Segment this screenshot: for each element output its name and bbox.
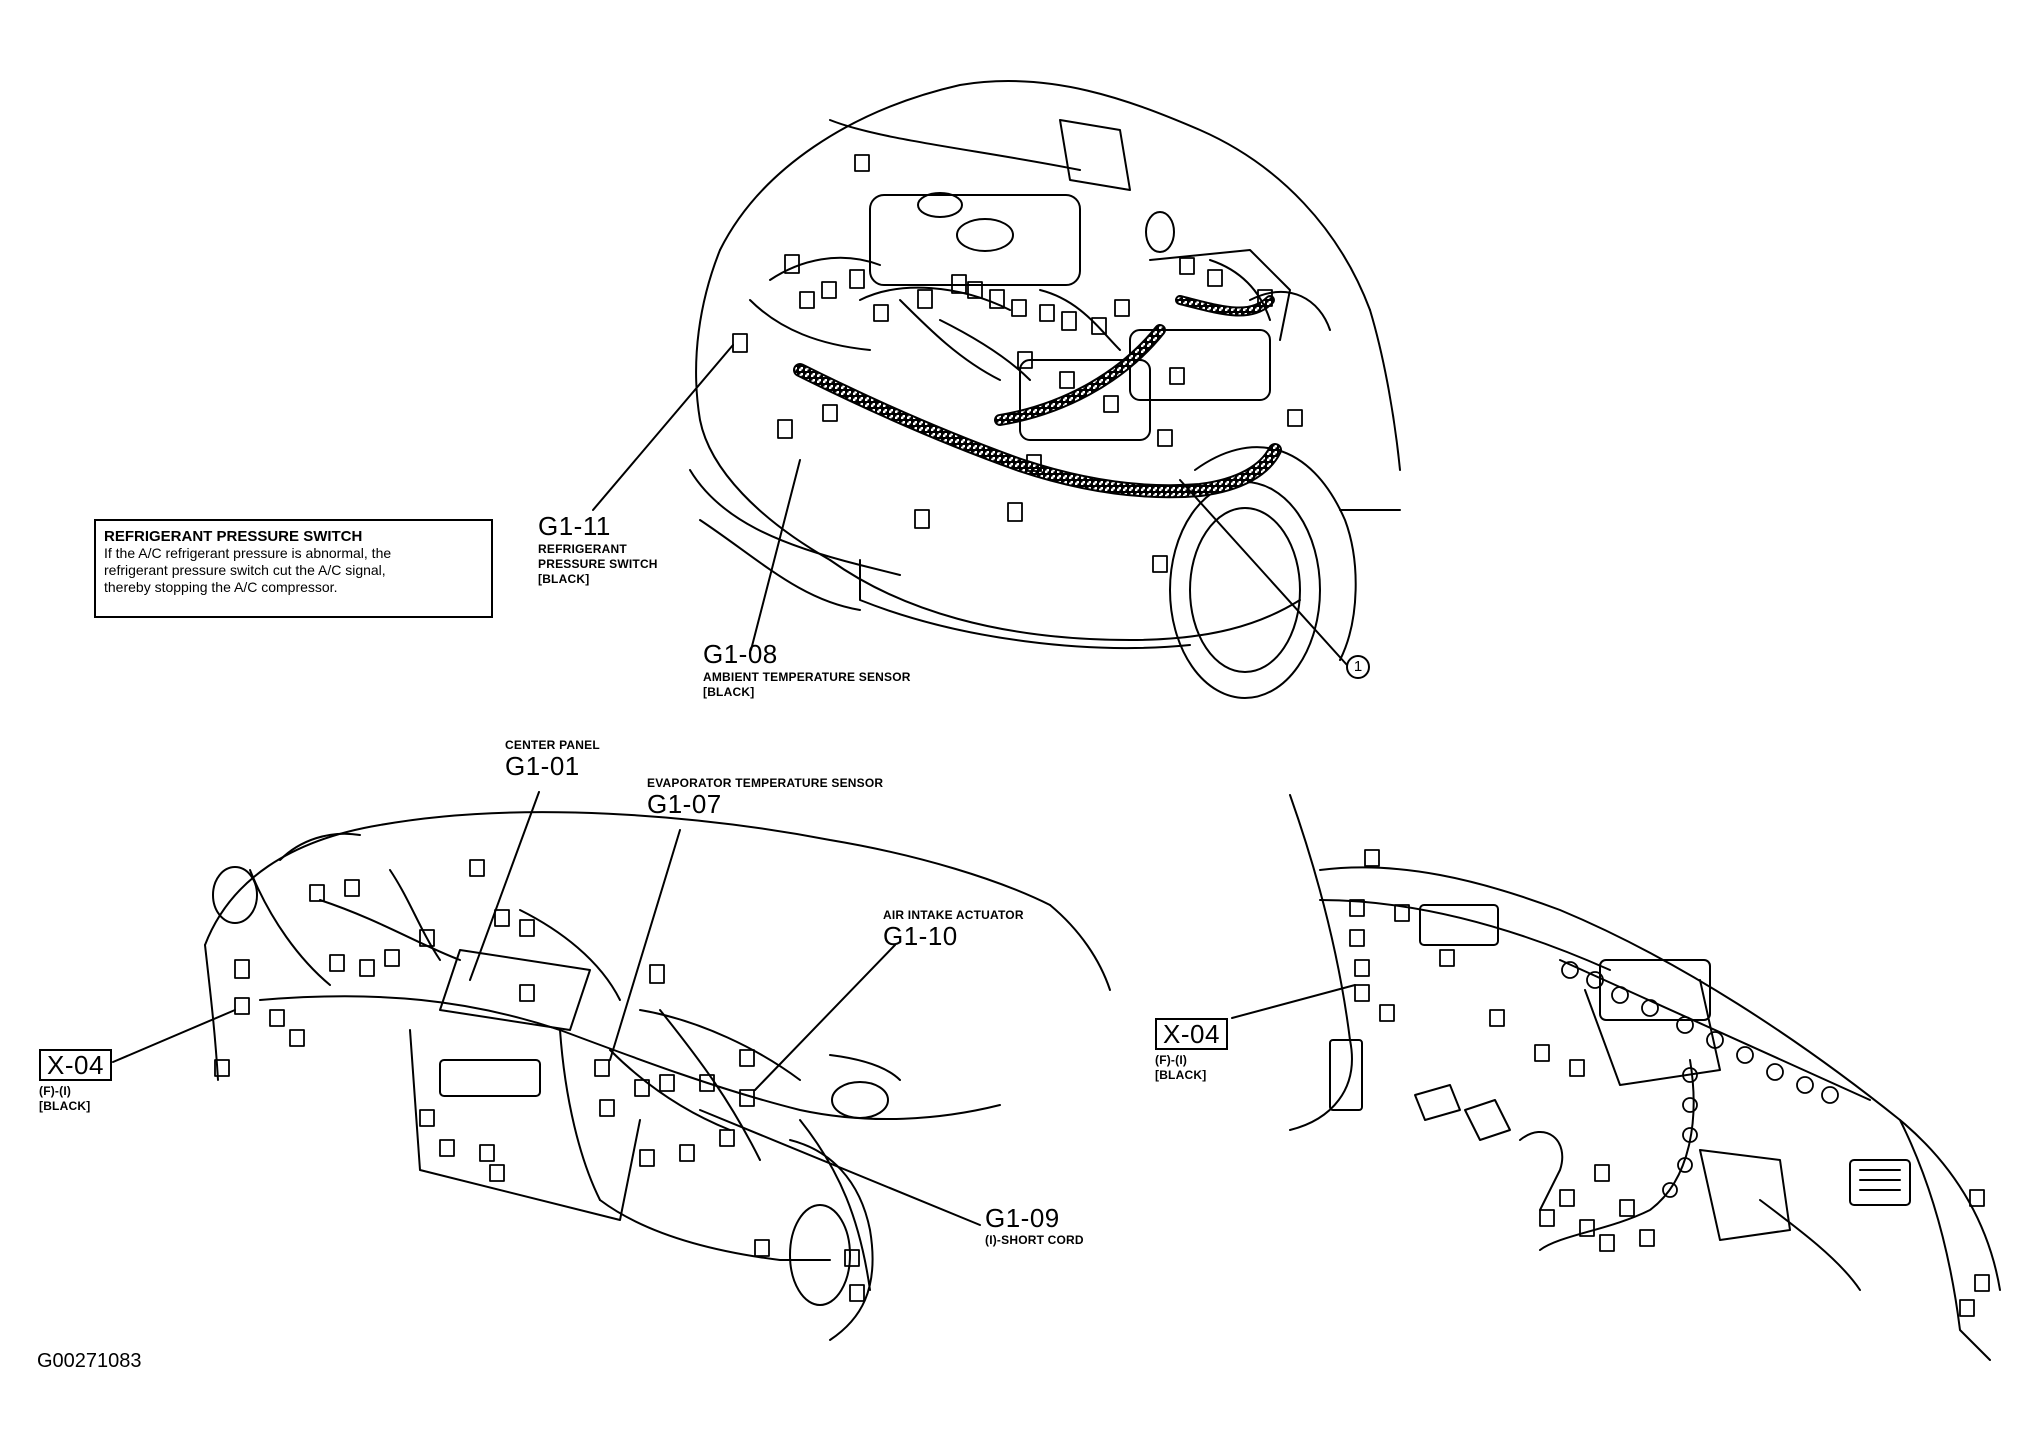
g1-01-title: CENTER PANEL (505, 738, 600, 752)
dashboard-view (112, 791, 1111, 1341)
g1-07-title: EVAPORATOR TEMPERATURE SENSOR (647, 776, 884, 790)
x-04-dash-desc: (F)-(I) (39, 1084, 72, 1098)
label-x-04-dash: X-04 (F)-(I) [BLACK] (39, 1049, 112, 1114)
label-g1-08: G1-08 AMBIENT TEMPERATURE SENSOR [BLACK] (703, 641, 911, 700)
label-g1-07: EVAPORATOR TEMPERATURE SENSOR G1-07 (647, 776, 883, 817)
g1-08-code: G1-08 (703, 639, 778, 669)
g1-11-desc-2: PRESSURE SWITCH (538, 557, 658, 571)
g1-09-code: G1-09 (985, 1203, 1060, 1233)
callout-1: 1 (1353, 658, 1363, 675)
x-04-dash-code: X-04 (39, 1049, 112, 1081)
label-g1-09: G1-09 (I)-SHORT CORD (985, 1205, 1084, 1248)
g1-08-desc: AMBIENT TEMPERATURE SENSOR (703, 670, 911, 684)
x-04-interior-code: X-04 (1155, 1018, 1228, 1050)
label-g1-10: AIR INTAKE ACTUATOR G1-10 (883, 908, 1024, 949)
note-line-2: refrigerant pressure switch cut the A/C … (104, 562, 386, 578)
label-x-04-interior: X-04 (F)-(I) [BLACK] (1155, 1018, 1228, 1083)
g1-10-code: G1-10 (883, 921, 958, 951)
x-04-interior-desc: (F)-(I) (1155, 1053, 1188, 1067)
note-line-3: thereby stopping the A/C compressor. (104, 579, 338, 595)
figure-id: G00271083 (37, 1350, 142, 1372)
interior-view (1231, 794, 2001, 1361)
x-04-dash-color: [BLACK] (39, 1099, 91, 1113)
g1-11-color: [BLACK] (538, 572, 590, 586)
note-line-1: If the A/C refrigerant pressure is abnor… (104, 545, 392, 561)
g1-07-code: G1-07 (647, 789, 722, 819)
g1-08-color: [BLACK] (703, 685, 755, 699)
x-04-interior-color: [BLACK] (1155, 1068, 1207, 1082)
note-title: REFRIGERANT PRESSURE SWITCH (104, 528, 363, 545)
g1-09-desc: (I)-SHORT CORD (985, 1233, 1084, 1247)
label-g1-01: CENTER PANEL G1-01 (505, 738, 600, 779)
g1-10-title: AIR INTAKE ACTUATOR (883, 908, 1024, 922)
g1-11-code: G1-11 (538, 511, 611, 541)
refrigerant-pressure-switch-note: REFRIGERANT PRESSURE SWITCH If the A/C r… (94, 519, 493, 618)
engine-bay-view (592, 80, 1401, 699)
g1-11-desc-1: REFRIGERANT (538, 542, 627, 556)
label-g1-11: G1-11 REFRIGERANT PRESSURE SWITCH [BLACK… (538, 513, 658, 587)
g1-01-code: G1-01 (505, 751, 580, 781)
